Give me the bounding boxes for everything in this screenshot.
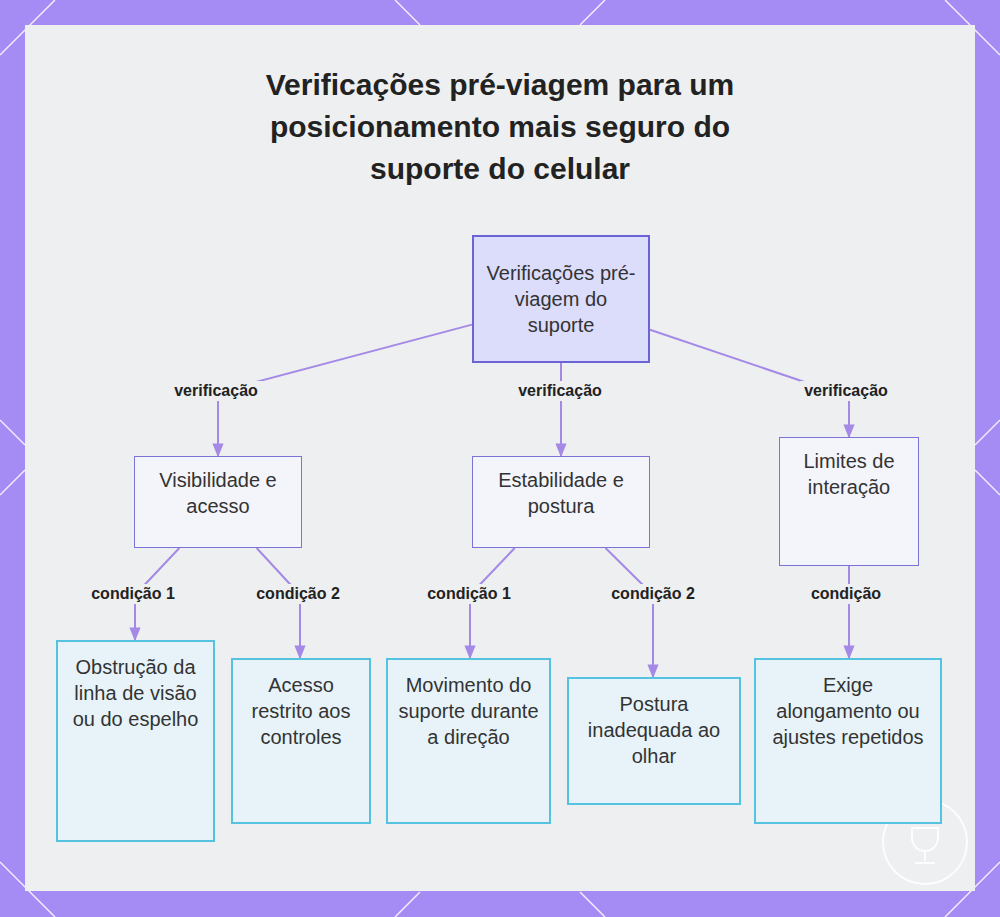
connector-line bbox=[560, 363, 562, 456]
box-label: Limites de interação bbox=[790, 448, 908, 500]
box-text: Movimento do suporte durante a direção bbox=[396, 672, 541, 750]
condition-box: Obstrução da linha de visão ou do espelh… bbox=[56, 640, 215, 842]
box-text: Obstrução da linha de visão ou do espelh… bbox=[66, 654, 205, 732]
connector-line bbox=[848, 566, 850, 658]
box-text: Limites de interação bbox=[790, 448, 908, 500]
edge-label: verificação bbox=[170, 381, 262, 401]
edge-label: condição 1 bbox=[423, 584, 515, 604]
condition-box: Exige alongamento ou ajustes repetidos bbox=[754, 658, 942, 824]
box-text: Exige alongamento ou ajustes repetidos bbox=[764, 672, 932, 750]
diagram-title: Verificações pré-viagem para um posicion… bbox=[215, 64, 785, 190]
edge-label: verificação bbox=[514, 381, 606, 401]
edge-label: verificação bbox=[800, 381, 892, 401]
box-text: Verificações pré-viagem do suporte bbox=[484, 260, 638, 338]
box-label: Estabilidade e postura bbox=[483, 467, 639, 519]
pattern-line bbox=[0, 420, 25, 445]
pattern-line bbox=[975, 470, 1000, 495]
condition-box: Acesso restrito aos controles bbox=[231, 658, 371, 824]
pattern-line bbox=[975, 420, 1000, 445]
check-box: Estabilidade e postura bbox=[472, 456, 650, 548]
box-label: Movimento do suporte durante a direção bbox=[396, 672, 541, 750]
edge-label: condição 2 bbox=[607, 584, 699, 604]
edge-label: condição 2 bbox=[252, 584, 344, 604]
box-label: Obstrução da linha de visão ou do espelh… bbox=[66, 654, 205, 732]
edge-label: condição bbox=[807, 584, 885, 604]
box-text: Acesso restrito aos controles bbox=[241, 672, 361, 750]
logo-cup bbox=[912, 828, 938, 863]
condition-box: Movimento do suporte durante a direção bbox=[386, 658, 551, 824]
box-text: Postura inadequada ao olhar bbox=[577, 691, 731, 769]
box-label: Visibilidade e acesso bbox=[145, 467, 291, 519]
pattern-line bbox=[395, 892, 420, 917]
check-box: Limites de interação bbox=[779, 437, 919, 566]
root-box: Verificações pré-viagem do suporte bbox=[472, 235, 650, 363]
box-label: Acesso restrito aos controles bbox=[241, 672, 361, 750]
inner-panel bbox=[25, 25, 975, 891]
pattern-line bbox=[0, 470, 25, 495]
box-text: Estabilidade e postura bbox=[483, 467, 639, 519]
connector-line bbox=[606, 548, 654, 677]
pattern-line bbox=[395, 0, 420, 25]
condition-box: Postura inadequada ao olhar bbox=[567, 677, 741, 805]
box-text: Visibilidade e acesso bbox=[145, 467, 291, 519]
check-box: Visibilidade e acesso bbox=[134, 456, 302, 548]
edge-label: condição 1 bbox=[87, 584, 179, 604]
pattern-line bbox=[580, 892, 605, 917]
box-label: Exige alongamento ou ajustes repetidos bbox=[764, 672, 932, 750]
box-label: Verificações pré-viagem do suporte bbox=[484, 260, 638, 338]
box-label: Postura inadequada ao olhar bbox=[577, 691, 731, 769]
pattern-line bbox=[580, 0, 605, 25]
